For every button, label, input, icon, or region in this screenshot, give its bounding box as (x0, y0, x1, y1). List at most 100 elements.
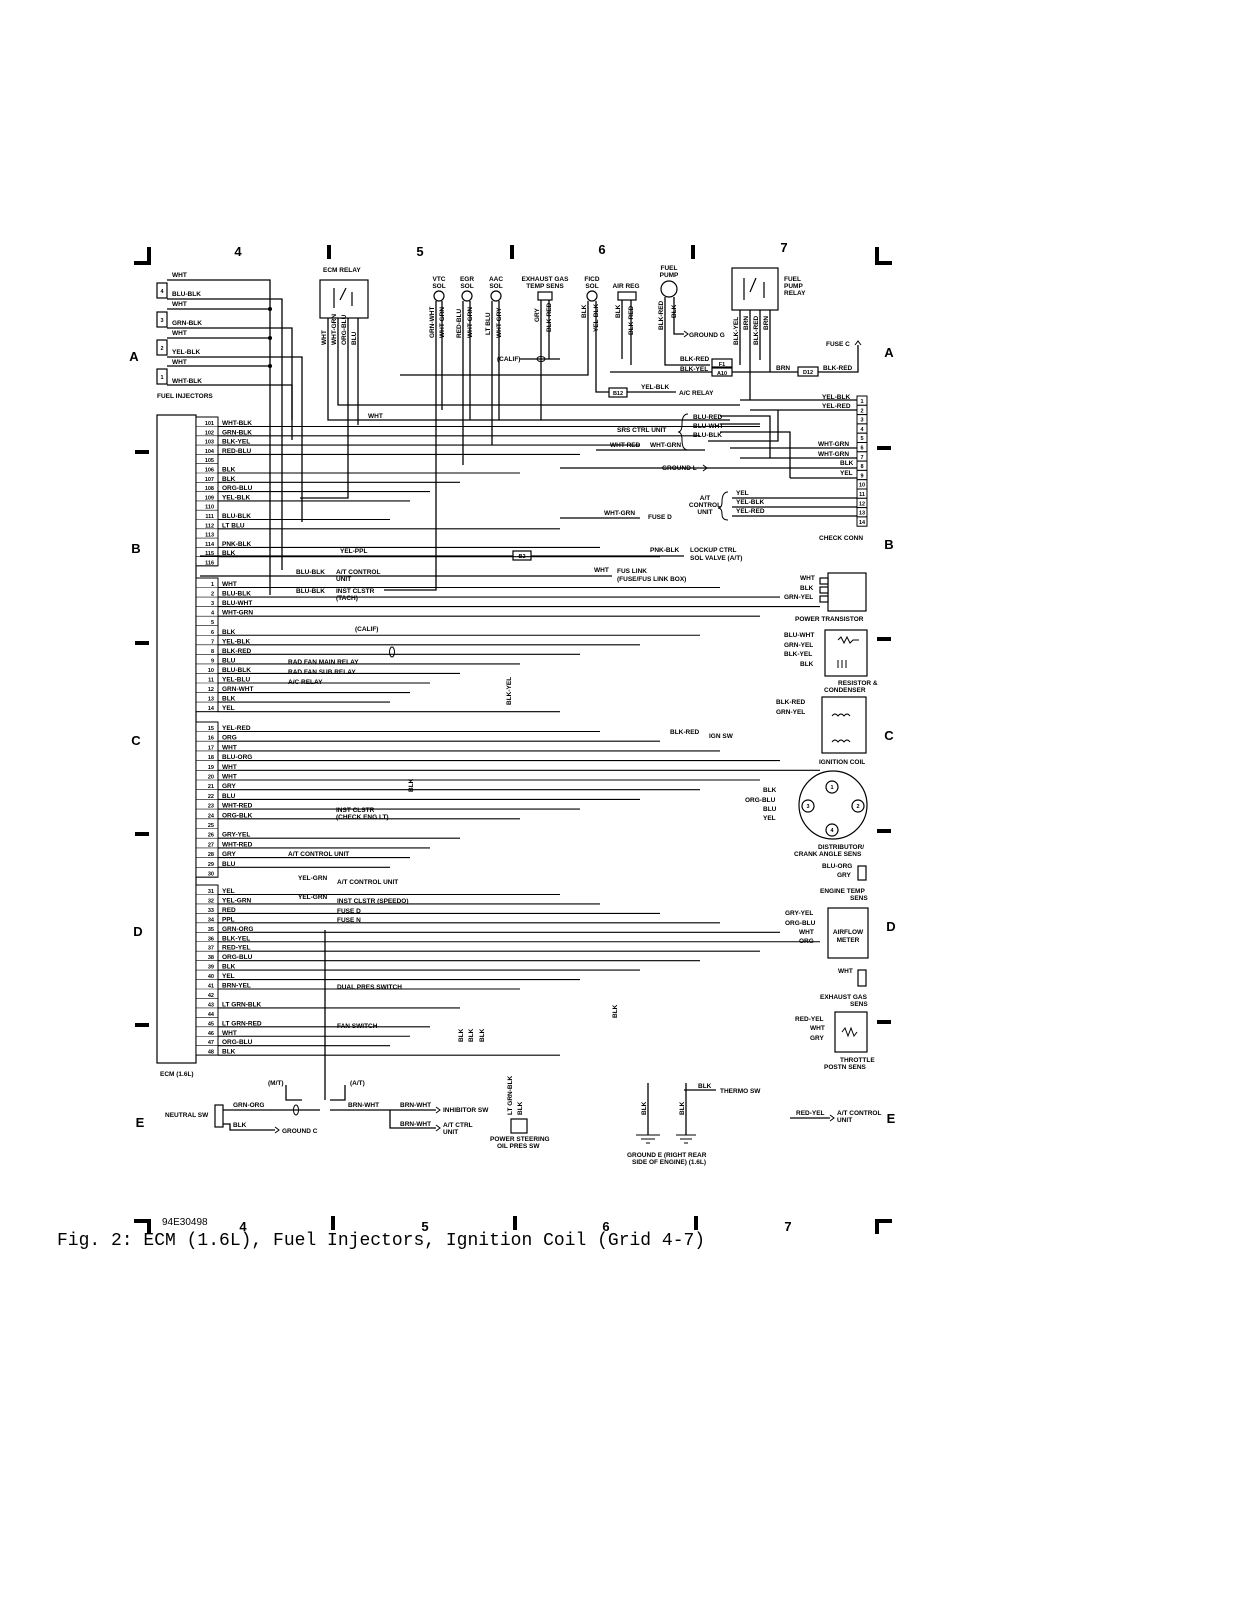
ecm-pin-wire-color: YEL-RED (222, 725, 251, 732)
svg-text:UNIT: UNIT (837, 1117, 852, 1124)
svg-text:GRY-YEL: GRY-YEL (785, 910, 813, 917)
svg-text:A/T CONTROL UNIT: A/T CONTROL UNIT (337, 879, 398, 886)
ecm-pin-wire-color: YEL (222, 705, 235, 712)
svg-text:GROUND L: GROUND L (662, 465, 697, 472)
svg-text:CHECK CONN: CHECK CONN (819, 535, 863, 542)
svg-text:RED-YEL: RED-YEL (796, 1110, 825, 1117)
svg-text:YEL-RED: YEL-RED (822, 403, 851, 410)
svg-text:WHT-GRN: WHT-GRN (818, 451, 849, 458)
ecm-pin-wire-color: BLK (222, 550, 236, 557)
svg-text:BLK: BLK (800, 585, 814, 592)
svg-text:VTC: VTC (433, 276, 446, 283)
ecm-pin-number: 33 (208, 908, 214, 914)
svg-text:EXHAUST GAS: EXHAUST GAS (820, 994, 868, 1001)
ecm-pin-number: 15 (208, 726, 214, 732)
svg-text:BLK: BLK (612, 1004, 619, 1018)
ecm-pin-wire-color: LT GRN-RED (222, 1020, 262, 1027)
svg-text:RESISTOR &: RESISTOR & (838, 680, 878, 687)
svg-text:BLK-RED: BLK-RED (658, 300, 665, 330)
svg-text:D12: D12 (803, 370, 813, 376)
svg-text:YEL-BLK: YEL-BLK (736, 499, 764, 506)
svg-text:D: D (886, 919, 895, 934)
svg-text:WHT: WHT (594, 567, 609, 574)
ecm-pin-wire-color: BLK (222, 696, 236, 703)
grid-col-5: 5 (416, 244, 423, 259)
ecm-pin-number: 36 (208, 936, 214, 942)
ecm-pin-wire-color: WHT (222, 581, 237, 588)
ecm-pin-wire-color: GRY (222, 783, 237, 790)
svg-text:A/T CONTROL: A/T CONTROL (336, 569, 380, 576)
svg-text:BLK: BLK (408, 778, 415, 792)
ecm-pin-wire-color: GRN-WHT (222, 686, 253, 693)
ecm-pin-wire-color: BRN-YEL (222, 983, 251, 990)
ecm-pin-number: 4 (211, 611, 215, 617)
ecm-pin-wire-color: YEL-GRN (222, 897, 252, 904)
svg-text:POWER STEERING: POWER STEERING (490, 1136, 550, 1143)
fuel-pump-relay: FUEL PUMP RELAY BLK-YEL BRN BLK-RED BRN … (608, 267, 862, 400)
fuel-injectors-label: FUEL INJECTORS (157, 393, 213, 400)
svg-text:SOL VALVE (A/T): SOL VALVE (A/T) (690, 555, 742, 562)
mid-callouts: SRS CTRL UNIT BLU-RED BLU-WHT BLU-BLK WH… (200, 413, 857, 1042)
svg-text:CRANK ANGLE SENS: CRANK ANGLE SENS (794, 851, 862, 858)
svg-text:4: 4 (830, 828, 834, 834)
ecm-pin-number: 7 (211, 639, 214, 645)
ecm-pin-number: 110 (205, 505, 214, 511)
svg-text:BLK-RED: BLK-RED (670, 729, 700, 736)
right-components: WHT BLK GRN-YEL POWER TRANSISTOR BLU-WHT… (745, 572, 878, 1071)
svg-text:FUSE C: FUSE C (826, 341, 850, 348)
svg-text:WHT: WHT (838, 968, 853, 975)
ecm-pin-wire-color: BLK (222, 964, 236, 971)
ecm-pin-number: 24 (208, 813, 215, 819)
grid-col-7: 7 (780, 240, 787, 255)
check-conn-pin: 14 (859, 520, 866, 526)
svg-text:INHIBITOR SW: INHIBITOR SW (443, 1107, 489, 1114)
svg-text:THROTTLE: THROTTLE (840, 1057, 875, 1064)
ecm-pin-number: 103 (205, 440, 214, 446)
svg-text:A/T CONTROL UNIT: A/T CONTROL UNIT (288, 851, 349, 858)
svg-text:WHT: WHT (172, 359, 187, 366)
svg-text:SOL: SOL (585, 283, 598, 290)
fuel-injectors: 4 3 2 1 FUEL INJECTORS WHT BLU-BLK WHT G… (156, 272, 303, 595)
svg-text:B12: B12 (613, 391, 623, 397)
svg-text:WHT-BLK: WHT-BLK (172, 378, 202, 385)
ecm-pin-number: 28 (208, 852, 214, 858)
ecm-pin-wire-color: BLU-WHT (222, 600, 252, 607)
ecm-pin-number: 39 (208, 965, 214, 971)
top-solenoids: VTC SOL EGR SOL AAC SOL EXHAUST GAS TEMP… (384, 265, 725, 591)
ecm-pin-number: 25 (208, 823, 214, 829)
svg-text:1: 1 (830, 785, 833, 791)
ecm-pin-number: 107 (205, 477, 214, 483)
check-conn-pin: 12 (859, 501, 865, 507)
ecm-pin-number: 14 (208, 706, 215, 712)
svg-text:BLK: BLK (479, 1028, 486, 1042)
svg-text:BLU-BLK: BLU-BLK (296, 588, 325, 595)
svg-text:METER: METER (837, 937, 860, 944)
svg-text:BLK: BLK (641, 1101, 648, 1115)
svg-text:UNIT: UNIT (697, 509, 712, 516)
svg-text:BLU: BLU (351, 331, 358, 345)
svg-text:OIL PRES SW: OIL PRES SW (497, 1143, 540, 1150)
svg-text:3: 3 (160, 318, 163, 324)
ecm-pin-wire-color: YEL-BLK (222, 638, 250, 645)
svg-text:(CHECK ENG LT): (CHECK ENG LT) (336, 814, 389, 821)
svg-text:1: 1 (160, 375, 163, 381)
svg-text:E: E (136, 1115, 145, 1130)
svg-text:FUSE N: FUSE N (337, 917, 361, 924)
ecm-pin-wire-color: YEL (222, 888, 235, 895)
svg-text:POSTN SENS: POSTN SENS (824, 1064, 867, 1071)
svg-text:BLK-RED: BLK-RED (823, 365, 853, 372)
ecm-pin-wire-color: YEL-BLK (222, 494, 250, 501)
svg-text:BLU-ORG: BLU-ORG (822, 863, 852, 870)
svg-text:YEL-GRN: YEL-GRN (298, 894, 328, 901)
svg-text:BLK: BLK (840, 460, 854, 467)
svg-text:C: C (131, 733, 141, 748)
ecm-pin-wire-color: GRY (222, 851, 237, 858)
svg-text:WHT-GRY: WHT-GRY (496, 307, 503, 338)
check-conn-pin: 13 (859, 511, 865, 517)
ecm-pin-wire-color: BLU (222, 861, 236, 868)
svg-text:AIR REG: AIR REG (612, 283, 639, 290)
svg-text:YEL: YEL (840, 470, 853, 477)
svg-text:YEL-BLK: YEL-BLK (641, 384, 669, 391)
